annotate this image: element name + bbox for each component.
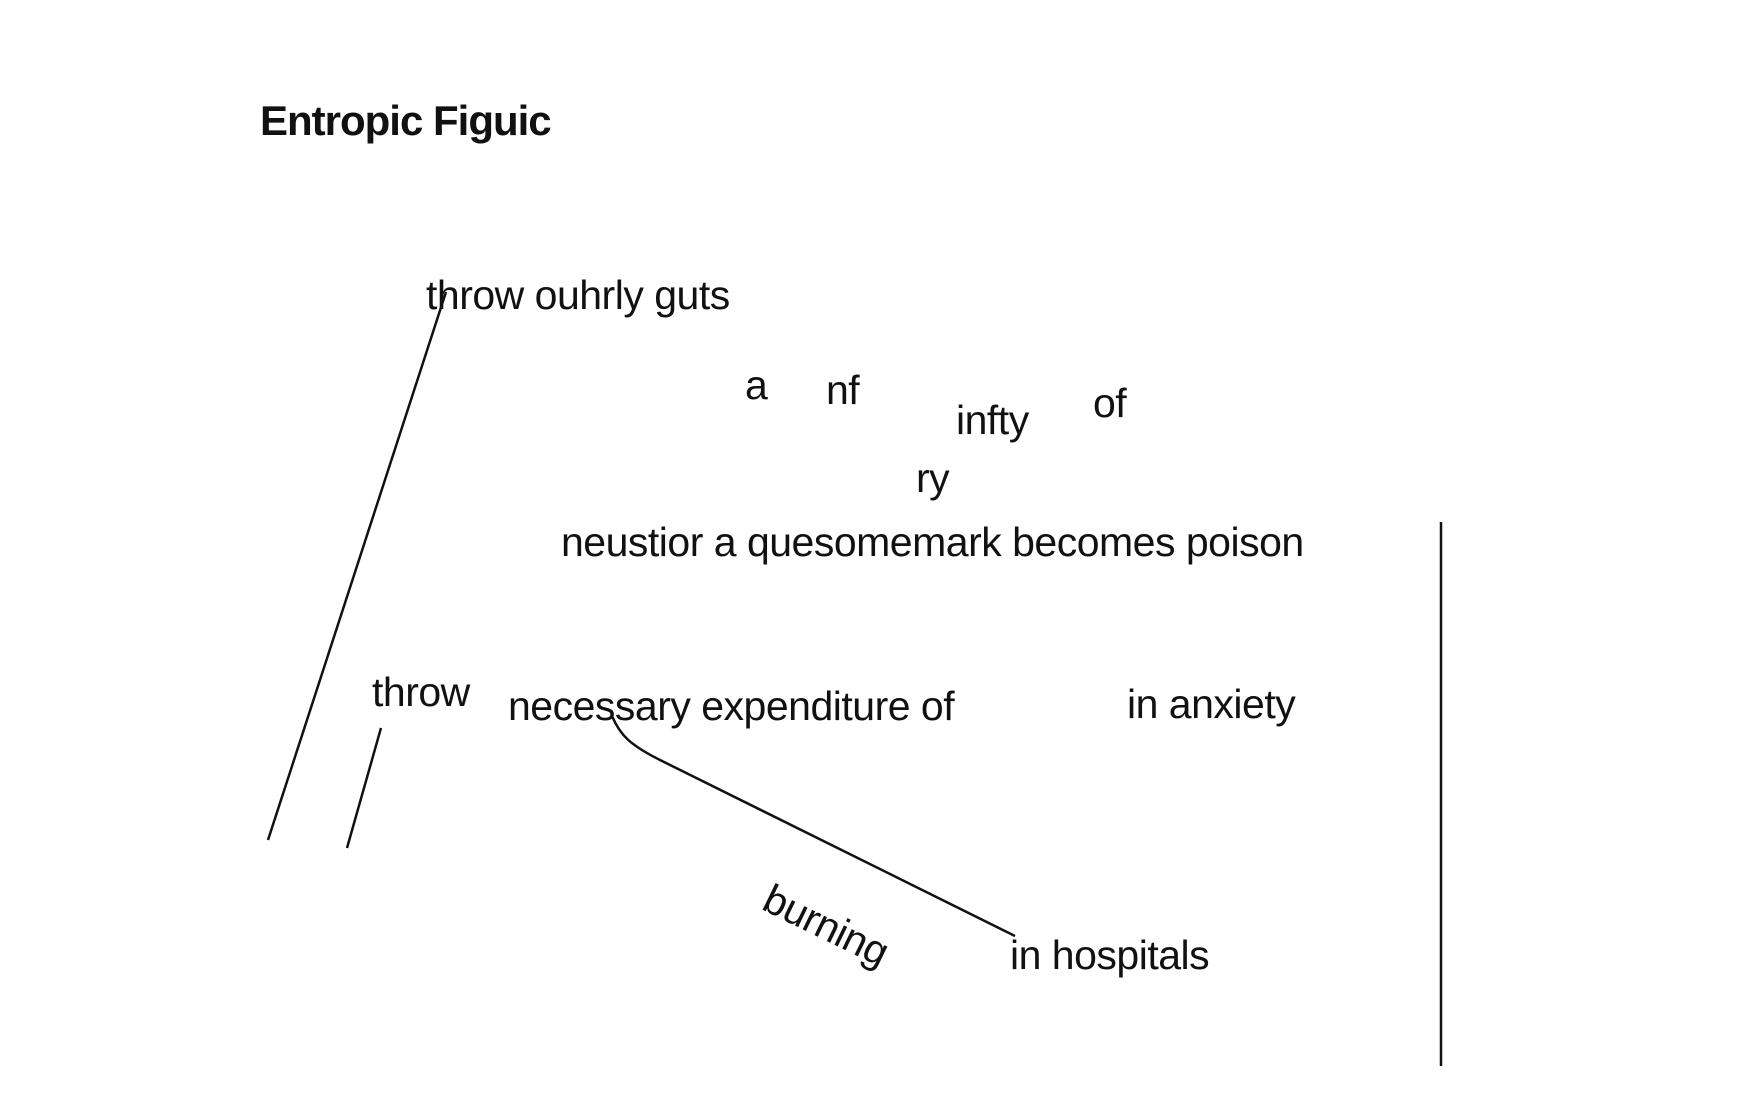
fragment-hospitals: in hospitals (1010, 932, 1210, 978)
page-title: Entropic Figuic (260, 97, 552, 144)
fragment-throw-guts: throw ouhrly guts (426, 272, 730, 318)
curve-line (610, 715, 1016, 938)
fragment-throw: throw (372, 669, 470, 715)
fragment-anxiety: in anxiety (1127, 681, 1296, 727)
left-diagonal-line (266, 291, 448, 841)
fragment-infty: infty (956, 397, 1029, 443)
short-diagonal-line (345, 727, 383, 849)
fragment-of: of (1093, 380, 1127, 426)
fragment-nf: nf (826, 367, 860, 413)
fragment-question-poison: neustior a quesomemark becomes poison (561, 519, 1304, 565)
fragment-a: a (745, 362, 768, 408)
fragment-ry: ry (916, 455, 950, 501)
fragment-expenditure: necessary expenditure of (508, 683, 955, 729)
